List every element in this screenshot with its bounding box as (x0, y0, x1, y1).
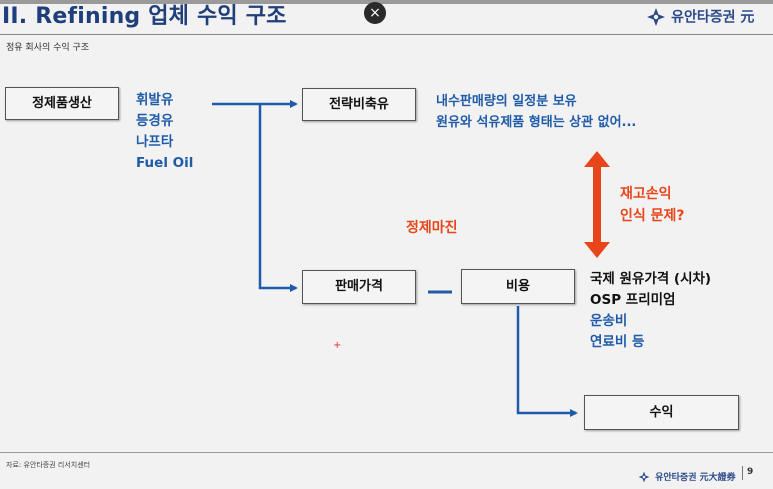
slide-subtitle: 정유 회사의 수익 구조 (6, 43, 90, 53)
reserve-note: 원유와 석유제품 형태는 상관 없어... (436, 115, 637, 130)
inventory-note: 재고손익 인식 문제? (620, 183, 685, 227)
top-shade (0, 0, 773, 4)
brand-logo: 유안타증권 元 (646, 6, 754, 28)
close-icon[interactable]: × (369, 5, 381, 21)
cost-item: OSP 프리미엄 (590, 292, 676, 308)
footer-brand-name: 유안타증권 元大證券 (655, 473, 736, 483)
page-separator (742, 466, 743, 480)
yuanta-logo-icon (647, 7, 665, 26)
source-note: 자료: 유안타증권 리서치센터 (6, 461, 91, 469)
brand-name: 유안타증권 元 (671, 9, 755, 26)
close-button[interactable]: × (364, 2, 386, 24)
profit-box: 수익 (584, 395, 739, 430)
inventory-note-line: 재고손익 (620, 186, 672, 202)
reserve-notes: 내수판매량의 일정분 보유 원유와 석유제품 형태는 상관 없어... (436, 91, 636, 133)
arrow-products-to-price (258, 104, 298, 292)
product-box: 정제품생산 (5, 87, 119, 120)
cost-items: 국제 원유가격 (시차) OSP 프리미엄 운송비 연료비 등 (590, 269, 711, 353)
yuanta-logo-icon (638, 471, 650, 482)
arrow-cost-to-profit (516, 306, 578, 417)
header-divider (0, 34, 773, 35)
cost-item: 운송비 (590, 313, 628, 329)
cursor-marker: + (333, 340, 342, 351)
list-item: 휘발유 (136, 92, 174, 108)
cost-item: 연료비 등 (590, 334, 645, 350)
reserve-note: 내수판매량의 일정분 보유 (436, 94, 577, 109)
reserve-box: 전략비축유 (302, 88, 416, 121)
footer-brand: 유안타증권 元大證券 (638, 466, 736, 485)
margin-label: 정제마진 (406, 220, 458, 236)
slide-title: II. Refining 업체 수익 구조 (2, 4, 287, 29)
cost-item: 국제 원유가격 (시차) (590, 271, 712, 287)
price-box: 판매가격 (302, 270, 416, 304)
product-list: 휘발유 등경유 나프타 Fuel Oil (136, 90, 193, 174)
inventory-double-arrow (584, 151, 610, 258)
inventory-note-line: 인식 문제? (620, 208, 685, 224)
page-number: 9 (747, 467, 754, 477)
list-item: 나프타 (136, 134, 174, 150)
cost-box: 비용 (461, 269, 575, 304)
footer-divider (0, 452, 773, 453)
list-item: Fuel Oil (136, 155, 194, 171)
list-item: 등경유 (136, 113, 174, 129)
